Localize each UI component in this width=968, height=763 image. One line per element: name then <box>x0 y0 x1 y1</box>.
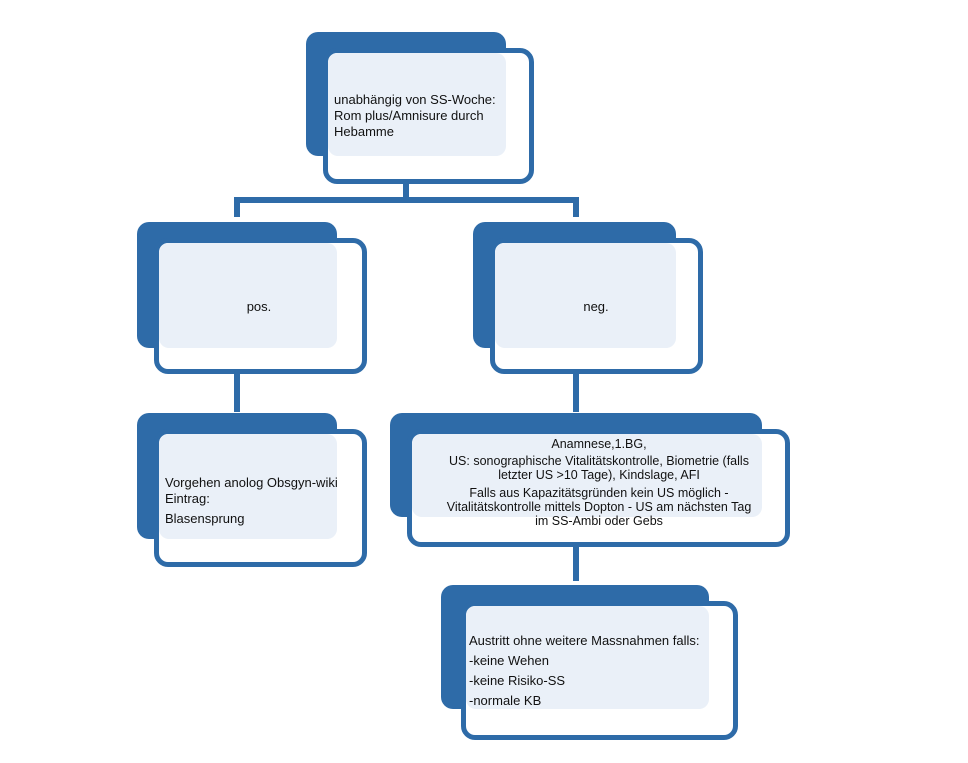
neg-child-node: Anamnese,1.BG, US: sonographische Vitali… <box>390 413 790 547</box>
pos-child-text: Vorgehen anolog Obsgyn-wiki Eintrag: Bla… <box>165 475 338 526</box>
connector-to-pos <box>234 197 240 217</box>
neg-node-label: neg. <box>583 299 609 314</box>
connector-pos-to-child <box>234 372 240 412</box>
pos-child-node: Vorgehen anolog Obsgyn-wiki Eintrag: Bla… <box>137 413 367 567</box>
pos-node-label: pos. <box>246 299 272 314</box>
connector-negchild-to-discharge <box>573 543 579 581</box>
root-node: unabhängig von SS-Woche: Rom plus/Amnisu… <box>306 32 534 184</box>
neg-node: neg. <box>473 222 703 374</box>
connector-root-down <box>403 180 409 202</box>
root-node-text: unabhängig von SS-Woche: Rom plus/Amnisu… <box>334 92 496 139</box>
neg-child-text: Anamnese,1.BG, US: sonographische Vitali… <box>446 437 752 528</box>
discharge-node: Austritt ohne weitere Massnahmen falls: … <box>441 585 738 740</box>
connector-horizontal <box>234 197 579 203</box>
discharge-text: Austritt ohne weitere Massnahmen falls: … <box>469 633 700 708</box>
connector-neg-to-child <box>573 372 579 412</box>
pos-node: pos. <box>137 222 367 374</box>
connector-to-neg <box>573 197 579 217</box>
